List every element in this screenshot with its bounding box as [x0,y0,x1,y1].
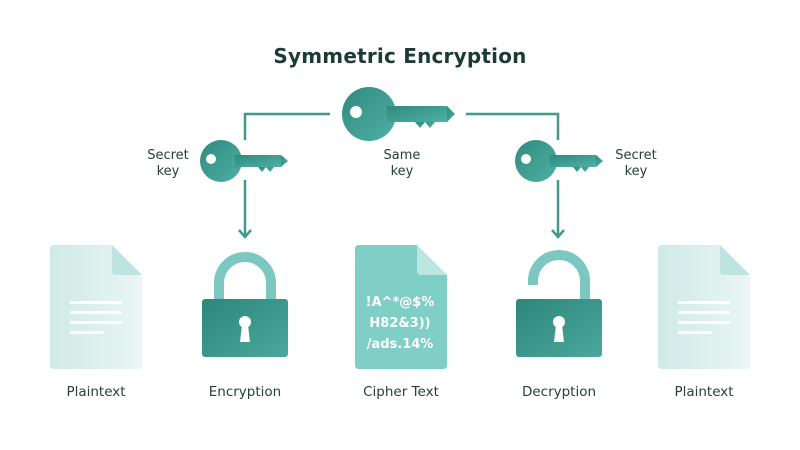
label-line: Secret [147,148,189,163]
label-line: Same [383,148,421,163]
label-line: key [624,164,648,179]
stage-label-encryption: Encryption [208,384,282,400]
label-line: key [156,164,180,179]
secret-key-right-icon [515,140,603,182]
cipher-document-icon [355,245,447,369]
connector-left [238,112,330,239]
secret-key-label-right: Secret key [598,148,674,180]
cipher-text-content: !A^*@$% H82&3)) /ads.14% [356,292,444,355]
secret-key-label-left: Secret key [130,148,206,180]
label-line: key [390,164,414,179]
stage-label-plaintext-left: Plaintext [66,384,126,400]
cipher-line: /ads.14% [366,337,434,352]
same-key-label: Same key [364,148,440,180]
cipher-line: H82&3)) [369,316,431,331]
lock-open-icon [516,250,602,357]
stage-label-decryption: Decryption [521,384,597,400]
connector-right [466,112,565,239]
plaintext-document-left-icon [50,245,142,369]
plaintext-document-right-icon [658,245,750,369]
cipher-line: !A^*@$% [365,295,435,310]
secret-key-left-icon [200,140,288,182]
lock-closed-icon [202,252,288,357]
diagram-title: Symmetric Encryption [273,44,527,68]
same-key-icon [342,87,455,141]
stage-label-plaintext-right: Plaintext [674,384,734,400]
stage-label-cipher-text: Cipher Text [363,384,439,400]
label-line: Secret [615,148,657,163]
